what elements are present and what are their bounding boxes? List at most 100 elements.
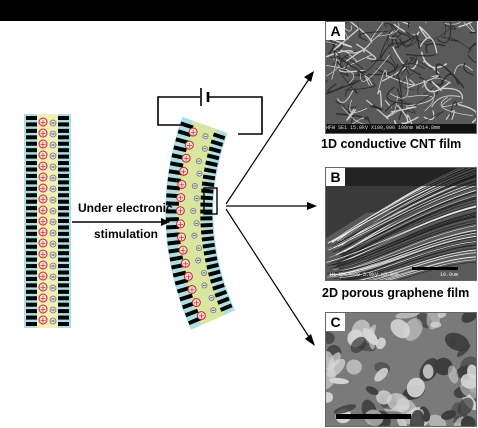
nanotube-fiber [409,57,433,70]
nanotube-fiber [405,63,426,75]
nanotube-fiber [419,37,438,54]
magnify-box [203,187,218,215]
cation-sign: + [40,316,47,325]
panel-c-scalebar [336,414,411,419]
nanotube-fiber [360,54,391,82]
nanotube-fiber [388,22,401,37]
cation [38,205,48,215]
electrode-right [58,244,69,249]
porous-texture [326,313,476,426]
nanotube-fiber [340,50,358,69]
porous-flake [409,409,425,426]
nanotube-fiber [449,100,458,118]
graphene-layer [397,261,476,280]
graphene-layer [339,229,476,275]
porous-flake [461,313,476,323]
nanotube-fiber [463,22,476,33]
graphene-layer [339,244,476,280]
electrode-left [26,322,37,326]
electrode-right [58,322,69,326]
electrode-left [168,247,182,254]
electrode-right [58,128,69,133]
nanotube-fiber [383,95,398,117]
nanotube-fiber [340,42,371,54]
graphene-layer [327,214,476,267]
cation [180,258,190,268]
porous-flake [437,313,447,319]
nanotube-fiber [358,31,389,41]
graphene-texture [326,168,476,280]
electrode-left [26,270,37,275]
graphene-layer [341,241,476,280]
electrode-right [58,116,69,120]
cation-sign: + [40,206,47,215]
nanotube-fiber [387,33,394,47]
nanotube-fiber [329,37,343,51]
cation [38,271,48,281]
electrode-left [26,135,37,140]
nanotube-fiber [366,99,389,120]
arrow-head-c [305,334,315,346]
porous-flake [333,404,357,414]
porous-flake [428,414,447,426]
arrow-head-a [304,71,314,82]
cation [38,183,48,193]
nanotube-fiber [326,41,338,45]
cation [188,127,198,137]
nanotube-fiber [445,109,455,120]
nanotube-fiber [367,63,399,76]
porous-flake [390,319,411,339]
nanotube-fiber [386,86,412,105]
electrode-left [26,257,37,262]
nanotube-fiber [407,75,439,89]
cation-sign: + [40,151,47,160]
nanotube-fiber [345,49,365,62]
electrode-left [172,270,187,278]
nanotube-fiber [401,63,422,76]
cation [175,206,185,216]
nanotube-fiber [344,56,366,77]
graphene-layer [334,220,476,269]
cation-sign: + [40,140,47,149]
electrode-left [26,225,37,230]
electrode-left [26,186,37,191]
electrode-right [58,135,69,140]
electrode-left [26,309,37,314]
electrode-right [201,236,215,242]
electrode-left [166,232,180,238]
electrode-right [58,193,69,198]
cation-sign: + [40,261,47,270]
graphene-layer [332,186,476,253]
cation-sign: + [189,285,196,294]
nanotube-fiber [440,87,464,100]
electrode-left [26,315,37,320]
sem-panel-b: B Hi-NMC4800 5.0kV x5.00k 10.0um [325,167,477,281]
electrode-right [203,249,217,256]
electrode-left [169,161,184,168]
electrode-left [26,206,37,211]
panel-b-caption: 2D porous graphene film [322,286,470,300]
electrode-right [58,231,69,236]
graphene-layer [338,182,476,252]
graphene-layer [335,216,476,267]
porous-flake [365,386,379,395]
electrode-right [200,195,213,201]
electrode-left [26,283,37,288]
electrode-left [26,264,37,269]
cation-sign: + [190,128,197,137]
electrode-right [58,283,69,288]
panel-b-tag: B [326,168,345,186]
nanotube-fiber [463,62,474,76]
graphene-layer [388,259,476,280]
electrode-right [219,303,233,312]
nanotube-fiber [378,69,388,91]
graphene-layer [333,201,476,261]
electrode-left [165,209,179,214]
electrode-right [58,315,69,320]
nanotube-fiber [336,55,365,74]
porous-flake [328,377,349,385]
nanotube-fiber [397,104,409,124]
electrode-right [217,296,230,305]
stimulus-label-line2: stimulation [94,227,159,241]
